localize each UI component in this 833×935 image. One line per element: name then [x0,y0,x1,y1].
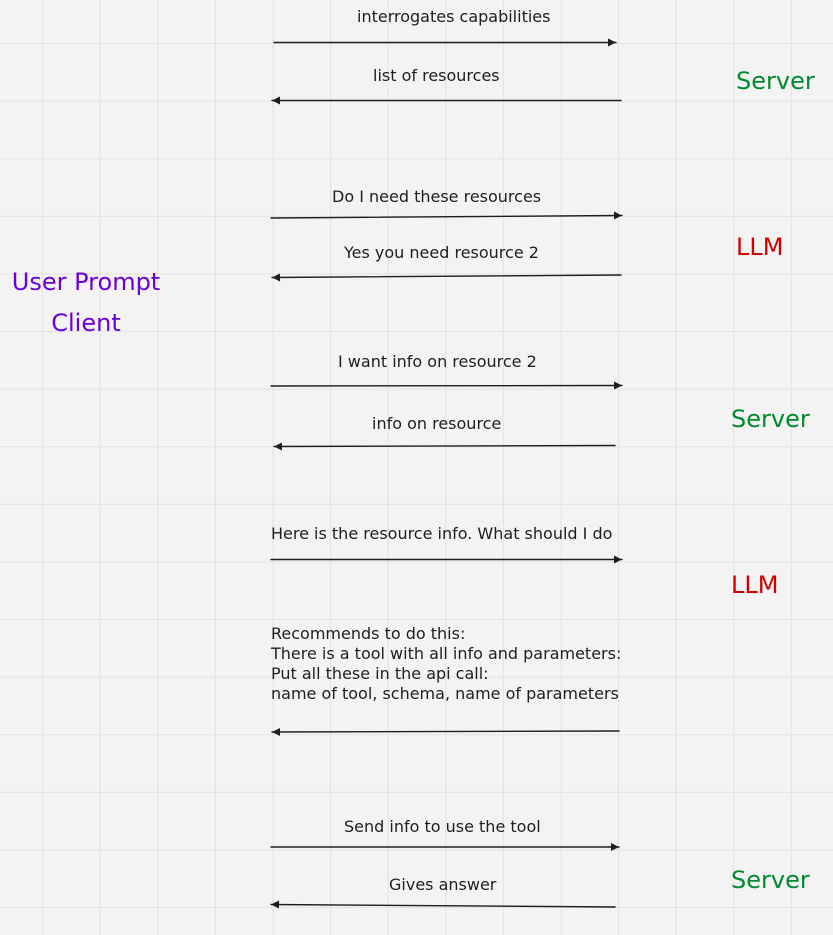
message-label-list-of-resources: list of resources [373,66,500,85]
server-actor-2: Server [731,405,810,433]
arrow-gives-answer-head [271,900,280,909]
arrow-interrogates-head [608,38,616,47]
arrow-send-info [270,843,620,851]
arrow-recommendation-line [271,730,620,733]
recommendation-line-2: There is a tool with all info and parame… [271,644,622,663]
server-actor-1: Server [736,67,815,95]
client-label-line2: Client [51,309,121,337]
message-label-need-resources: Do I need these resources [332,187,542,206]
client-actor: User Prompt Client [0,262,172,344]
llm-actor-2: LLM [731,571,779,599]
message-label-want-info: I want info on resource 2 [338,352,537,371]
arrow-yes-resource-2-head [272,273,281,282]
arrow-send-info-head [611,843,619,851]
message-label-send-info: Send info to use the tool [344,817,541,836]
arrow-resource-info-what-do [270,555,623,564]
arrow-want-info [270,381,623,390]
message-label-resource-info-what-do: Here is the resource info. What should I… [271,524,613,543]
arrow-list-of-resources-head [272,96,280,105]
arrow-resource-info-what-do-head [614,555,622,564]
message-label-yes-resource-2: Yes you need resource 2 [344,243,539,262]
arrow-info-on-resource-head [274,442,283,451]
arrow-recommendation-head [272,727,281,736]
arrow-recommendation [271,727,620,736]
message-label-info-on-resource: info on resource [372,414,502,433]
recommendation-line-3: Put all these in the api call: [271,664,489,683]
recommendation-line-4: name of tool, schema, name of parameters [271,684,619,703]
recommendation-line-1: Recommends to do this: [271,624,466,643]
server-actor-3: Server [731,866,810,894]
arrow-yes-resource-2-line [271,274,622,279]
arrow-list-of-resources [271,96,622,105]
arrow-need-resources-line [270,214,623,219]
recommendation-note: Recommends to do this: There is a tool w… [271,624,621,704]
message-label-interrogates: interrogates capabilities [357,7,551,26]
client-label-line1: User Prompt [11,268,161,296]
arrow-yes-resource-2 [271,273,622,282]
arrow-interrogates [273,38,617,47]
arrow-info-on-resource-line [273,444,616,448]
llm-actor-1: LLM [736,233,784,261]
arrow-need-resources [270,211,623,220]
message-label-gives-answer: Gives answer [389,875,497,894]
arrow-need-resources-head [613,211,622,220]
arrow-info-on-resource [273,442,616,451]
arrow-want-info-head [613,381,622,390]
arrow-gives-answer [270,900,616,909]
arrow-want-info-line [270,384,623,387]
arrow-gives-answer-line [270,903,616,908]
